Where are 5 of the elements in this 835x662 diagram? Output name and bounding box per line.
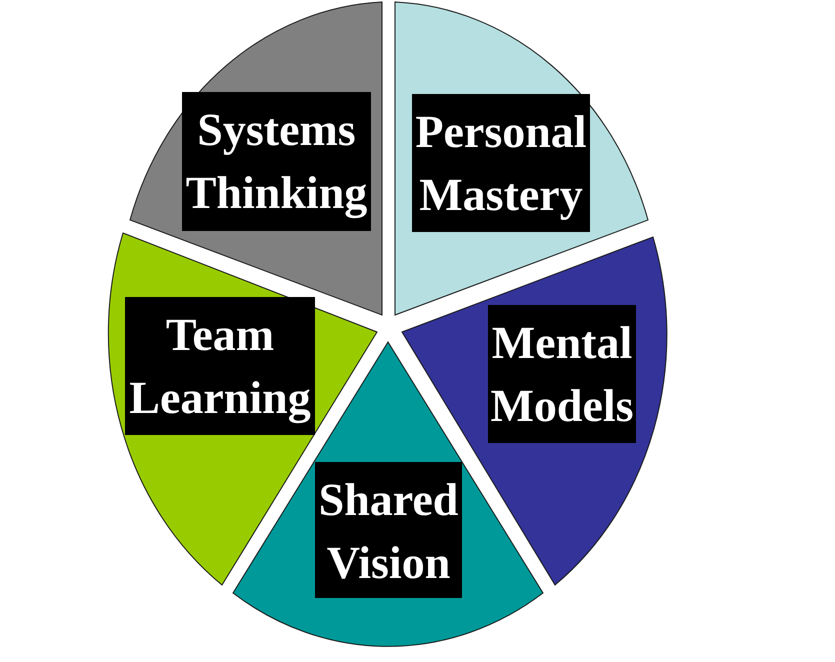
slice-label: Team Learning bbox=[125, 297, 315, 435]
slice-label: Shared Vision bbox=[315, 462, 462, 598]
slice-label: Systems Thinking bbox=[182, 92, 371, 231]
slice-label: Personal Mastery bbox=[412, 94, 590, 232]
slice-label: Mental Models bbox=[488, 305, 636, 443]
